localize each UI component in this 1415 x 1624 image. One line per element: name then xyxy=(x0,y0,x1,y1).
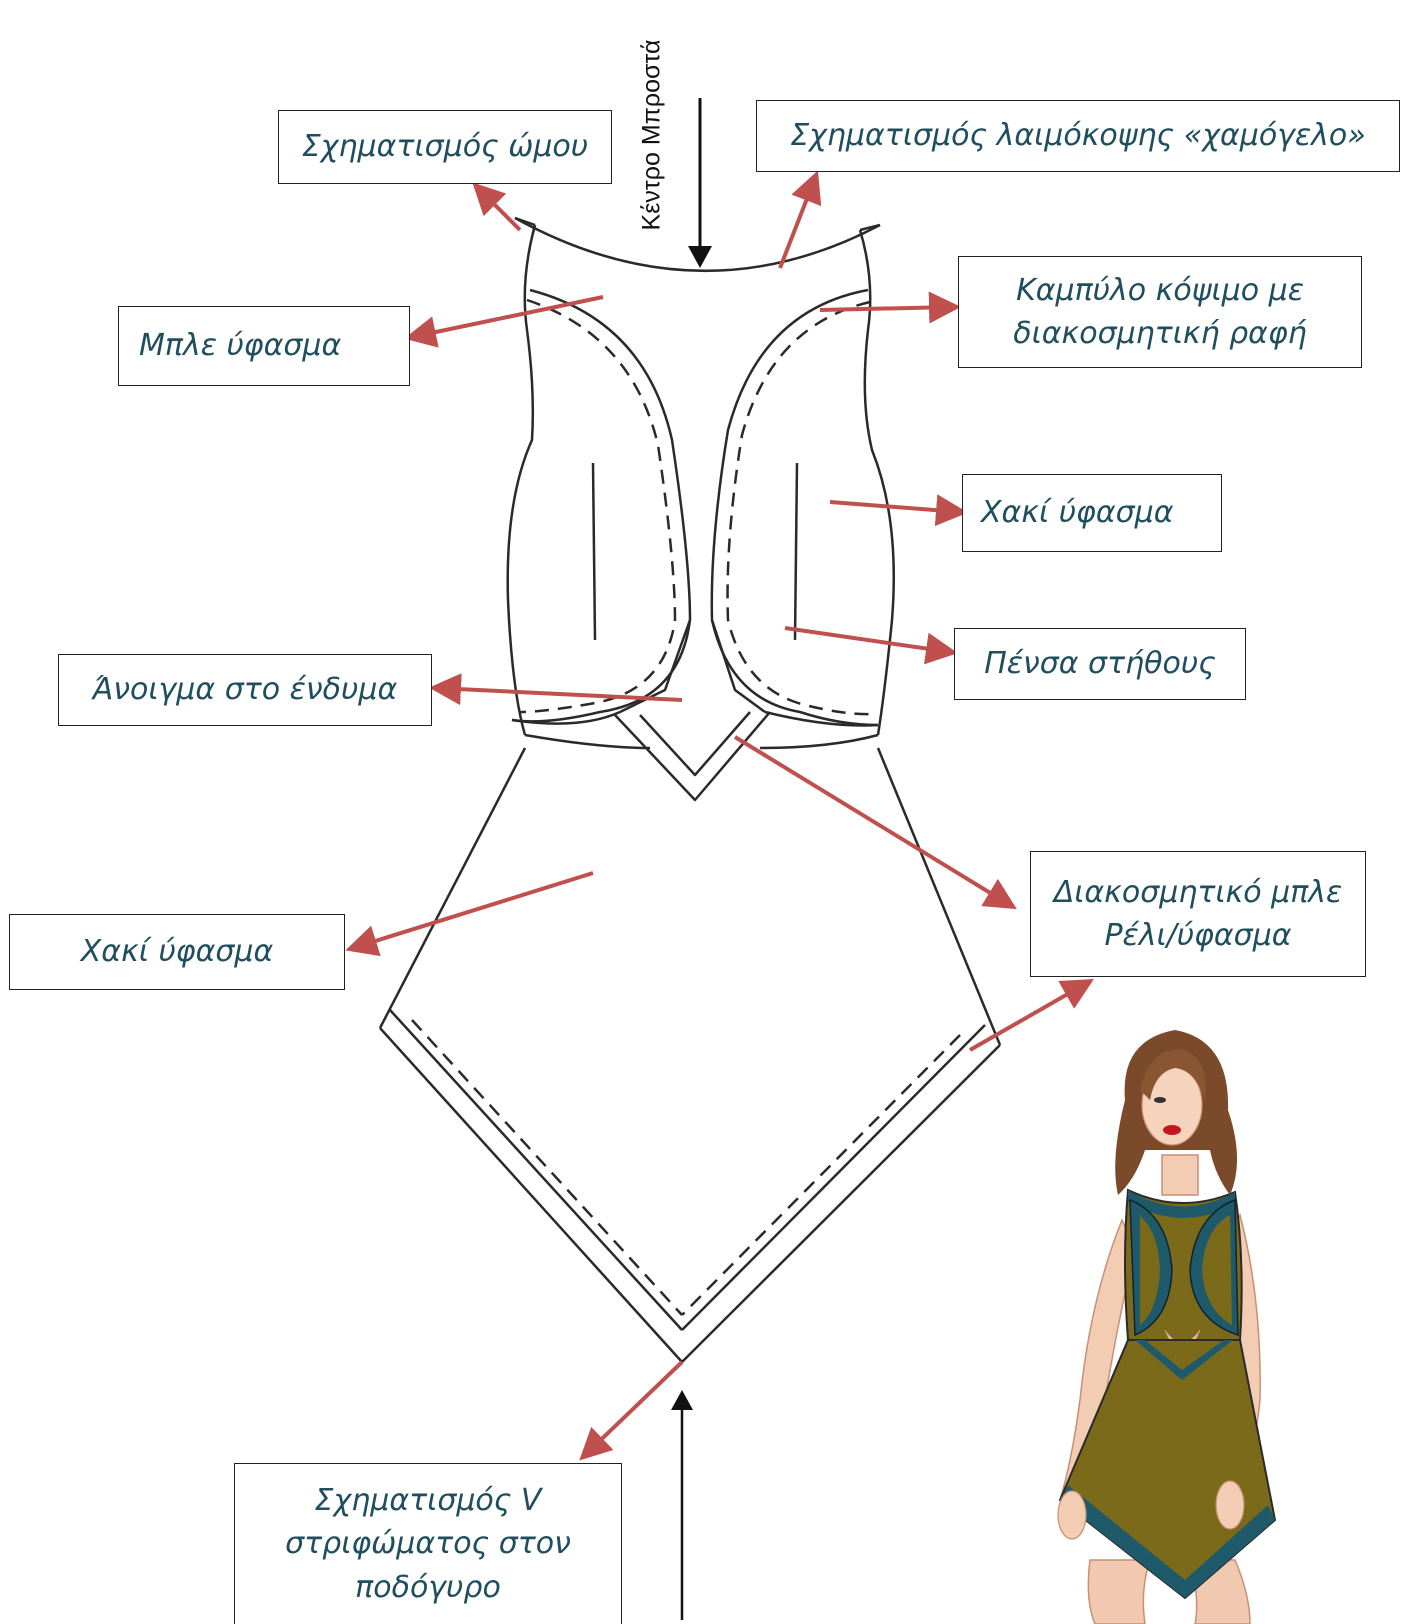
label-decorative-blue: Διακοσμητικό μπλε Ρέλι/ύφασμα xyxy=(1030,851,1366,977)
right-bust-dart xyxy=(793,462,799,641)
waist-v-band-inner xyxy=(639,711,751,777)
right-side-seam xyxy=(858,229,896,736)
hem-stitch-left xyxy=(411,1019,683,1316)
center-opening xyxy=(619,619,692,714)
arrow-opening xyxy=(429,673,683,706)
center-front-marker xyxy=(671,98,712,1620)
waist-seam-right xyxy=(759,733,879,750)
waist-seam xyxy=(524,733,651,750)
label-khaki-fabric-skirt: Χακί ύφασμα xyxy=(9,914,345,990)
arrow-up-icon xyxy=(671,1390,693,1410)
label-curved-cut: Καμπύλο κόψιμο με διακοσμητική ραφή xyxy=(958,256,1362,368)
fashion-figure-illustration xyxy=(1057,1030,1277,1624)
label-text: Σχηματισμός λαιμόκοψης «χαμόγελο» xyxy=(790,118,1366,154)
label-text: Άνοιγμα στο ένδυμα xyxy=(92,672,398,708)
label-text: Πένσα στήθους xyxy=(984,646,1216,682)
left-bust-dart xyxy=(591,462,597,641)
right-shoulder xyxy=(859,223,881,232)
label-bust-dart: Πένσα στήθους xyxy=(954,628,1246,700)
left-curved-panel xyxy=(511,288,692,723)
label-shoulder-shaping: Σχηματισμός ώμου xyxy=(278,110,612,184)
arrow-hem-band xyxy=(969,979,1094,1052)
arrow-curved-cut xyxy=(819,291,961,324)
arrow-khaki-top xyxy=(829,494,968,527)
hem-inner-left xyxy=(389,1009,683,1331)
waist-v-band-outer xyxy=(614,711,771,802)
label-khaki-fabric-top: Χακί ύφασμα xyxy=(962,474,1222,552)
right-curved-panel xyxy=(710,288,879,727)
arrow-blue-fabric xyxy=(404,295,604,348)
arrow-decorative-blue xyxy=(733,735,1017,910)
arrow-bust-dart xyxy=(784,626,958,665)
center-opening-right xyxy=(710,619,766,714)
label-blue-fabric: Μπλε ύφασμα xyxy=(118,306,410,386)
label-text: στριφώματος στον xyxy=(285,1526,571,1562)
neckline-curve xyxy=(514,216,881,272)
label-text: Ρέλι/ύφασμα xyxy=(1104,918,1292,953)
label-text: Σχηματισμός V xyxy=(314,1482,542,1518)
label-text: Διακοσμητικό μπλε xyxy=(1053,874,1343,910)
hem-outer-right xyxy=(681,1044,1001,1363)
hem-stitch-right xyxy=(681,1034,961,1316)
garment-flat xyxy=(378,216,1002,1363)
label-text: διακοσμητική ραφή xyxy=(1013,316,1307,351)
skirt-right-side xyxy=(876,747,1002,1046)
label-text: ποδόγυρο xyxy=(355,1569,501,1605)
label-text: Χακί ύφασμα xyxy=(80,934,274,970)
hem-inner-right xyxy=(681,1024,986,1331)
arrow-neckline xyxy=(778,170,822,269)
right-panel-stitch xyxy=(726,300,873,716)
arrow-shoulder xyxy=(472,182,522,232)
label-text: Καμπύλο κόψιμο με xyxy=(1016,272,1304,308)
arrow-khaki-skirt xyxy=(345,871,594,957)
label-garment-opening: Άνοιγμα στο ένδυμα xyxy=(58,654,432,726)
hem-outer-left xyxy=(379,1027,683,1363)
left-side-seam xyxy=(506,224,537,736)
topstitching xyxy=(411,298,961,1316)
arrow-v-hem xyxy=(579,1360,684,1461)
label-text: Σχηματισμός ώμου xyxy=(301,129,589,165)
left-panel-stitch xyxy=(519,298,677,714)
skirt-left-side xyxy=(378,747,527,1029)
label-text: Μπλε ύφασμα xyxy=(139,328,342,364)
label-v-hem: Σχηματισμός V στριφώματος στον ποδόγυρο xyxy=(234,1463,622,1624)
annotation-arrows xyxy=(345,170,1094,1461)
center-front-label: Κέντρο Μπροστά xyxy=(637,39,666,231)
label-neckline-shaping: Σχηματισμός λαιμόκοψης «χαμόγελο» xyxy=(756,100,1400,172)
left-shoulder xyxy=(514,216,536,227)
arrow-down-icon xyxy=(688,246,712,268)
label-text: Χακί ύφασμα xyxy=(981,495,1174,531)
